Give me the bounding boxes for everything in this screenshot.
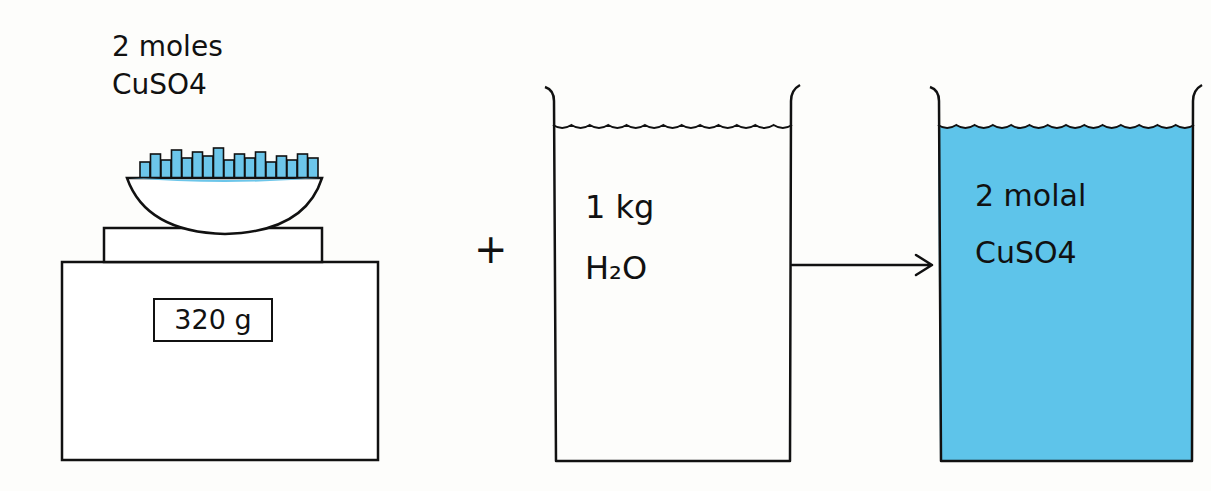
arrow-line	[792, 255, 932, 275]
crystal	[308, 158, 318, 180]
beaker-outline	[545, 85, 800, 463]
amount-label: 2 moles CuSO4	[112, 28, 242, 104]
crystal	[151, 154, 161, 180]
beaker-wall	[545, 85, 800, 461]
water-line	[938, 125, 1194, 128]
crystal	[245, 158, 255, 180]
beaker: 1 kg H₂O	[545, 85, 800, 463]
bowl-rim	[130, 178, 320, 182]
mass-reading: 320 g	[174, 304, 251, 336]
scale-display: 320 g	[153, 298, 273, 342]
crystal	[256, 152, 266, 180]
bowl	[127, 178, 322, 234]
crystal	[235, 154, 245, 180]
crystal	[182, 158, 192, 180]
beaker-label: 1 kg H₂O	[585, 177, 680, 299]
crystals	[140, 148, 318, 180]
beaker: 2 molal CuSO4	[930, 85, 1202, 463]
crystal	[298, 154, 308, 180]
crystal	[214, 148, 224, 180]
solution	[938, 125, 1194, 461]
crystal	[277, 156, 287, 180]
beaker-wall	[930, 85, 1202, 461]
crystal	[203, 156, 213, 180]
scale-body	[62, 262, 378, 460]
beaker-label: 2 molal CuSO4	[975, 167, 1115, 281]
plus-sign: +	[474, 222, 514, 276]
crystal	[193, 152, 203, 180]
crystal	[172, 150, 182, 180]
arrow	[792, 255, 932, 275]
water-line	[553, 125, 792, 128]
beaker-outline	[930, 85, 1202, 463]
